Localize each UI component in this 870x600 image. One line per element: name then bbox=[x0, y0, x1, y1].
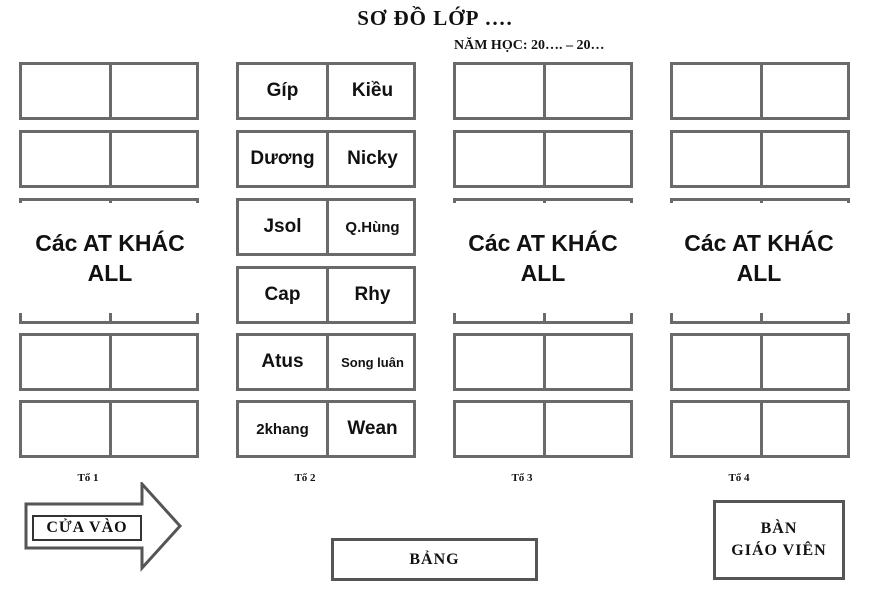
desk-divider bbox=[326, 65, 329, 117]
seat-left bbox=[456, 336, 543, 388]
desk: Atus Song luân bbox=[236, 333, 416, 391]
page-title: SƠ ĐỒ LỚP …. bbox=[357, 6, 513, 30]
desk bbox=[19, 400, 199, 458]
seat-right bbox=[763, 133, 850, 185]
desk-divider bbox=[109, 403, 112, 455]
seat-left: Gíp bbox=[266, 80, 299, 101]
desk-divider bbox=[326, 403, 329, 455]
seat-right: Nicky bbox=[347, 148, 398, 169]
seat-right: Song luân bbox=[341, 354, 404, 370]
seat-left bbox=[456, 403, 543, 455]
desk-divider bbox=[326, 336, 329, 388]
seat-right: Wean bbox=[347, 418, 398, 439]
school-year-label: NĂM HỌC: 20…. – 20… bbox=[454, 38, 605, 53]
desk-divider bbox=[760, 133, 763, 185]
desk bbox=[19, 62, 199, 120]
seat-left bbox=[673, 133, 760, 185]
group-label: Tổ 4 bbox=[728, 472, 750, 484]
seat-left: 2khang bbox=[256, 420, 309, 438]
seat-left bbox=[22, 403, 109, 455]
desk bbox=[453, 130, 633, 188]
seat-right bbox=[546, 65, 633, 117]
overlay-line: ALL bbox=[520, 260, 566, 286]
desk bbox=[670, 400, 850, 458]
teacher-desk-line-2: GIÁO VIÊN bbox=[731, 542, 827, 559]
desk bbox=[19, 130, 199, 188]
desk bbox=[453, 400, 633, 458]
desk-divider bbox=[543, 403, 546, 455]
seat-right bbox=[763, 336, 850, 388]
group-label: Tổ 1 bbox=[77, 472, 99, 484]
desk-divider bbox=[543, 336, 546, 388]
seat-right bbox=[112, 403, 199, 455]
seat-right bbox=[112, 133, 199, 185]
seat-left: Dương bbox=[250, 148, 315, 169]
seat-right bbox=[546, 133, 633, 185]
desk: Jsol Q.Hùng bbox=[236, 198, 416, 256]
overlay-line: Các AT KHÁC bbox=[468, 230, 618, 256]
seat-right bbox=[546, 336, 633, 388]
seat-right bbox=[546, 403, 633, 455]
seat-left bbox=[22, 336, 109, 388]
seat-left bbox=[22, 65, 109, 117]
overlay-line: Các AT KHÁC bbox=[35, 230, 185, 256]
seat-left: Cap bbox=[264, 284, 301, 305]
group-label: Tổ 2 bbox=[294, 472, 316, 484]
desk-divider bbox=[760, 336, 763, 388]
desk bbox=[670, 130, 850, 188]
teacher-desk: BÀN GIÁO VIÊN bbox=[713, 500, 845, 580]
seat-left bbox=[673, 403, 760, 455]
teacher-desk-line-1: BÀN bbox=[760, 520, 798, 537]
group-overlay-label: Các AT KHÁC ALL bbox=[10, 203, 210, 313]
overlay-line: ALL bbox=[736, 260, 782, 286]
seat-right bbox=[112, 336, 199, 388]
desk bbox=[670, 333, 850, 391]
desk: 2khang Wean bbox=[236, 400, 416, 458]
seat-right bbox=[763, 403, 850, 455]
desk-divider bbox=[109, 65, 112, 117]
seat-left: Atus bbox=[261, 351, 304, 372]
seat-left bbox=[456, 65, 543, 117]
seat-left bbox=[456, 133, 543, 185]
desk: Dương Nicky bbox=[236, 130, 416, 188]
overlay-line: Các AT KHÁC bbox=[684, 230, 834, 256]
seat-left bbox=[673, 336, 760, 388]
desk-divider bbox=[326, 201, 329, 253]
seat-right bbox=[763, 65, 850, 117]
desk-divider bbox=[760, 403, 763, 455]
desk-divider bbox=[326, 269, 329, 321]
group-overlay-label: Các AT KHÁC ALL bbox=[662, 203, 856, 313]
desk-divider bbox=[760, 65, 763, 117]
desk: Cap Rhy bbox=[236, 266, 416, 324]
desk bbox=[453, 333, 633, 391]
seat-right: Q.Hùng bbox=[345, 218, 400, 236]
desk-divider bbox=[109, 336, 112, 388]
seat-left bbox=[22, 133, 109, 185]
desk bbox=[453, 62, 633, 120]
entrance-label: CỬA VÀO bbox=[32, 515, 142, 541]
desk-divider bbox=[543, 65, 546, 117]
desk bbox=[670, 62, 850, 120]
blackboard: BẢNG bbox=[331, 538, 538, 581]
desk bbox=[19, 333, 199, 391]
seat-right: Kiều bbox=[351, 80, 394, 101]
group-label: Tổ 3 bbox=[511, 472, 533, 484]
desk-divider bbox=[543, 133, 546, 185]
overlay-line: ALL bbox=[87, 260, 133, 286]
desk: Gíp Kiều bbox=[236, 62, 416, 120]
desk-divider bbox=[326, 133, 329, 185]
seat-right bbox=[112, 65, 199, 117]
group-overlay-label: Các AT KHÁC ALL bbox=[446, 203, 640, 313]
seat-left: Jsol bbox=[263, 216, 302, 237]
seat-left bbox=[673, 65, 760, 117]
desk-divider bbox=[109, 133, 112, 185]
seat-right: Rhy bbox=[354, 284, 391, 305]
